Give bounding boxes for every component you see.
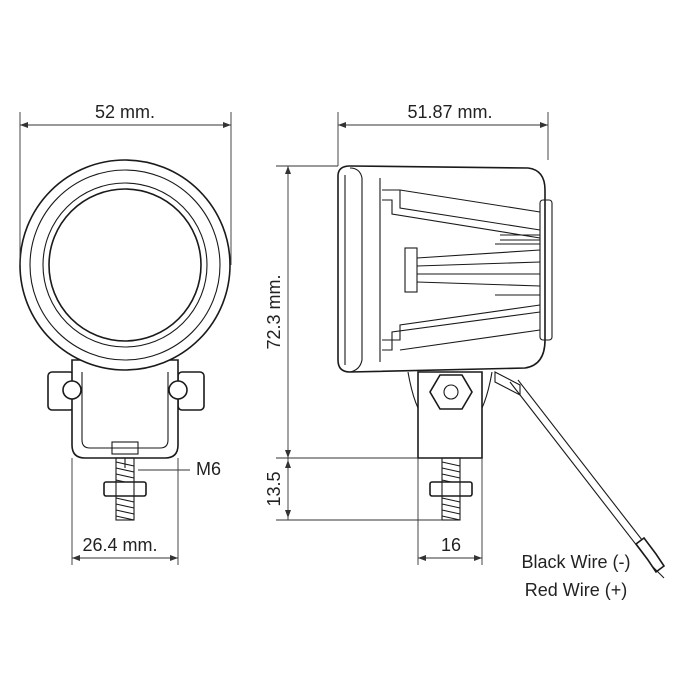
front-bracket	[47, 359, 205, 459]
thread-size-label: M6	[196, 459, 221, 479]
dimension-bracket-width: 26.4 mm.	[71, 458, 179, 565]
side-bracket	[407, 371, 521, 459]
bolt-width-label: 16	[441, 535, 461, 555]
front-view	[19, 159, 231, 521]
front-lens-housing	[19, 159, 231, 371]
red-wire-label: Red Wire (+)	[525, 580, 628, 600]
wire-legend: Black Wire (-) Red Wire (+)	[522, 552, 631, 600]
side-bolt	[429, 457, 473, 521]
side-cooling-fins	[382, 189, 541, 351]
dimension-side-depth: 51.87 mm.	[337, 102, 549, 166]
bolt-length-label: 13.5	[264, 471, 284, 506]
side-height-label: 72.3 mm.	[264, 274, 284, 349]
thread-callout: M6	[138, 459, 221, 479]
dimension-bolt-length: 13.5	[264, 458, 442, 521]
side-depth-label: 51.87 mm.	[407, 102, 492, 122]
side-view	[337, 165, 666, 579]
front-bolt	[103, 457, 147, 521]
power-cable	[509, 379, 666, 579]
dimension-side-height: 72.3 mm.	[264, 165, 418, 459]
dimension-front-width: 52 mm.	[19, 102, 232, 265]
dimension-bolt-width: 16	[417, 458, 483, 565]
front-width-label: 52 mm.	[95, 102, 155, 122]
black-wire-label: Black Wire (-)	[522, 552, 631, 572]
side-housing	[337, 165, 553, 373]
bracket-width-label: 26.4 mm.	[82, 535, 157, 555]
